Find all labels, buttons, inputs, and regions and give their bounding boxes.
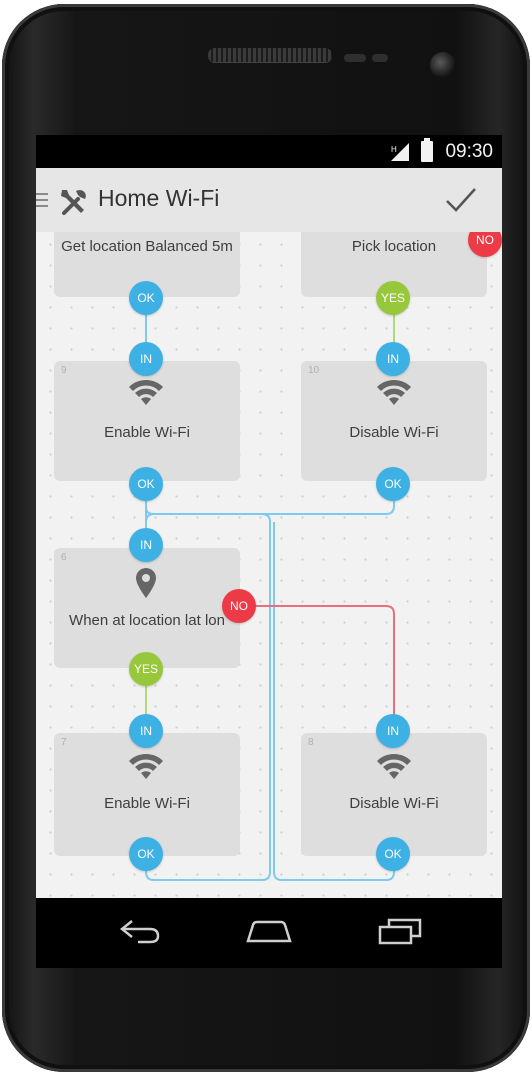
wifi-icon	[129, 379, 163, 405]
screen: H 09:30 Home Wi-Fi	[36, 135, 502, 898]
block-label: Disable Wi-Fi	[349, 795, 439, 812]
action-bar: Home Wi-Fi	[36, 168, 502, 233]
no-port[interactable]: NO	[222, 589, 256, 623]
front-camera	[430, 52, 456, 78]
battery-icon	[421, 138, 433, 162]
location-pin-icon	[136, 568, 156, 598]
svg-text:H: H	[391, 145, 397, 154]
in-port[interactable]: IN	[376, 342, 410, 376]
block-enable-wifi[interactable]: 7 Enable Wi-Fi	[54, 733, 240, 856]
status-bar: H 09:30	[36, 135, 502, 168]
block-number: 8	[308, 737, 314, 748]
block-label: Disable Wi-Fi	[349, 424, 439, 441]
block-disable-wifi[interactable]: 8 Disable Wi-Fi	[301, 733, 487, 856]
earpiece-speaker	[208, 48, 332, 62]
check-icon[interactable]	[444, 185, 478, 215]
block-enable-wifi[interactable]: 9 Enable Wi-Fi	[54, 361, 240, 481]
in-port[interactable]: IN	[129, 528, 163, 562]
wifi-icon	[129, 753, 163, 779]
ok-port[interactable]: OK	[376, 837, 410, 871]
page-title: Home Wi-Fi	[98, 185, 220, 211]
block-number: 9	[61, 365, 67, 376]
ok-port[interactable]: OK	[129, 281, 163, 315]
block-label: Enable Wi-Fi	[104, 795, 190, 812]
flow-canvas[interactable]: Get location Balanced 5m Pick location 9…	[36, 232, 502, 898]
block-label: Pick location	[351, 238, 437, 255]
wifi-icon	[377, 753, 411, 779]
in-port[interactable]: IN	[129, 342, 163, 376]
ok-port[interactable]: OK	[129, 837, 163, 871]
signal-icon: H	[391, 143, 409, 161]
block-label: When at location lat lon	[69, 612, 225, 629]
tools-icon[interactable]	[58, 187, 90, 215]
home-icon[interactable]	[245, 917, 293, 945]
recents-icon[interactable]	[377, 917, 423, 945]
ok-port[interactable]: OK	[376, 467, 410, 501]
status-time: 09:30	[445, 141, 493, 162]
block-number: 7	[61, 737, 67, 748]
block-label: Get location Balanced 5m	[61, 238, 233, 255]
block-number: 10	[308, 365, 320, 376]
yes-port[interactable]: YES	[376, 281, 410, 315]
navigation-bar	[36, 898, 502, 968]
proximity-sensor	[344, 54, 366, 62]
yes-port[interactable]: YES	[129, 652, 163, 686]
wifi-icon	[377, 379, 411, 405]
drawer-icon[interactable]	[36, 193, 48, 207]
light-sensor	[372, 54, 388, 62]
block-label: Enable Wi-Fi	[104, 424, 190, 441]
block-number: 6	[61, 552, 67, 563]
block-disable-wifi[interactable]: 10 Disable Wi-Fi	[301, 361, 487, 481]
back-icon[interactable]	[118, 917, 162, 945]
in-port[interactable]: IN	[376, 714, 410, 748]
in-port[interactable]: IN	[129, 714, 163, 748]
block-when-at-location[interactable]: 6 When at location lat lon	[54, 548, 240, 668]
ok-port[interactable]: OK	[129, 467, 163, 501]
